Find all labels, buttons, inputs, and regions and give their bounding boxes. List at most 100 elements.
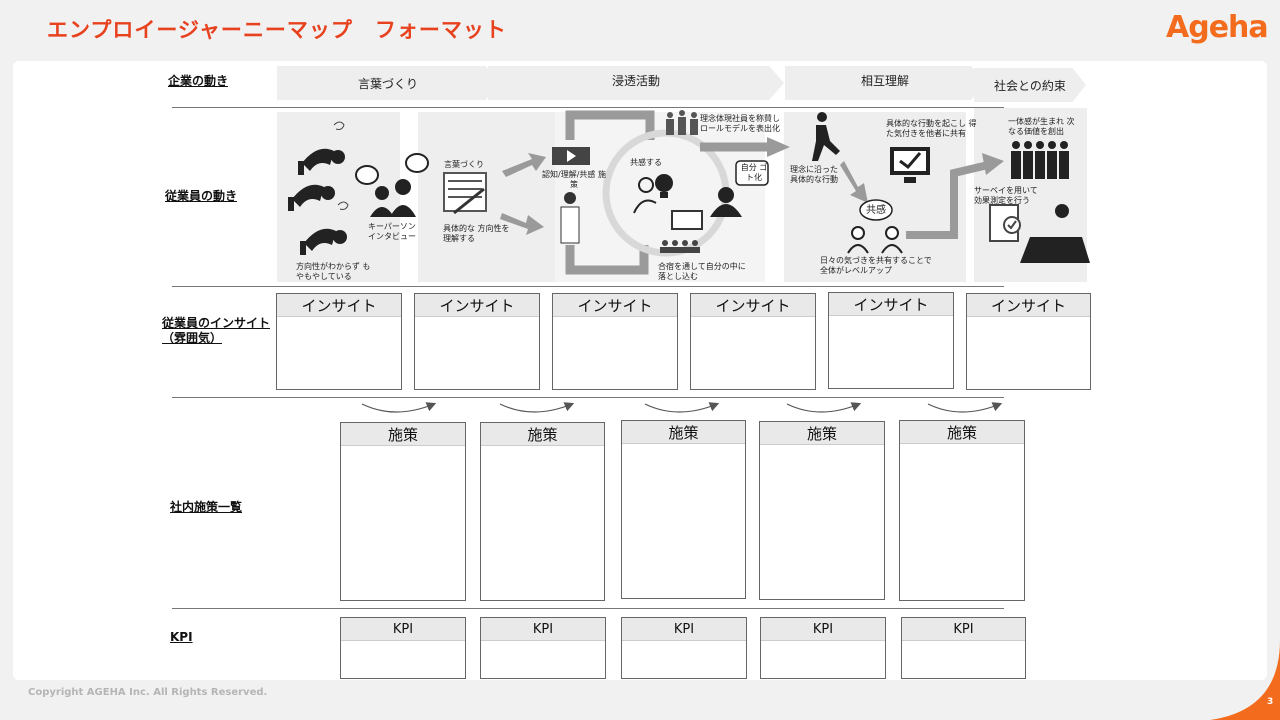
monitor-check-icon: [890, 147, 930, 183]
measure-header: 施策: [481, 423, 604, 446]
row-label-insight: 従業員のインサイト （雰囲気）: [162, 316, 270, 346]
kpi-box-5[interactable]: KPI: [901, 617, 1026, 679]
self-reflection-icon: [710, 160, 769, 217]
label-understand: 具体的な 方向性を理解する: [443, 224, 510, 243]
separator: [172, 397, 1004, 398]
measure-box-1[interactable]: 施策: [340, 422, 466, 601]
phase-chevron-3: 相互理解: [785, 66, 985, 100]
curved-arrow-icon: [499, 402, 575, 413]
row-label-employee: 従業員の動き: [165, 189, 238, 203]
insight-box-5[interactable]: インサイト: [828, 292, 954, 389]
kpi-box-1[interactable]: KPI: [340, 617, 466, 679]
insight-header: インサイト: [829, 293, 953, 316]
kpi-header: KPI: [622, 618, 746, 641]
arrow-head-icon: [982, 153, 1004, 175]
flow-arrow-icon: [906, 161, 989, 239]
phase-label: 相互理解: [860, 73, 909, 88]
label-recognize: 認知/理解/共感 施策: [542, 170, 606, 189]
insight-box-6[interactable]: インサイト: [966, 293, 1091, 390]
employee-journey-illustration: [288, 110, 1090, 275]
label-wording: 言葉づくり: [444, 160, 484, 169]
seminar-icon: [660, 210, 703, 253]
insight-header: インサイト: [277, 294, 401, 317]
insight-box-2[interactable]: インサイト: [414, 293, 540, 390]
label-share-action: 具体的な行動を起こし 得た気付きを他者に共有: [886, 119, 977, 138]
measure-box-4[interactable]: 施策: [759, 421, 885, 600]
sharing-people-icon: [847, 199, 903, 254]
phase-chevron-4: 社会との約束: [974, 68, 1086, 102]
confused-person-icon: [288, 148, 347, 255]
flow-arrow-icon: [500, 153, 546, 235]
kpi-box-3[interactable]: KPI: [621, 617, 747, 679]
curved-arrow-icon: [927, 402, 1003, 413]
row-label-insight-line2: （雰囲気）: [162, 331, 223, 345]
label-jibun: 自分 ゴト化: [740, 163, 768, 182]
transition-arrows: [361, 402, 1003, 413]
kpi-header: KPI: [761, 618, 885, 641]
row-label-measures: 社内施策一覧: [170, 500, 243, 514]
label-kyokan: 共感: [866, 205, 886, 216]
label-interview: キーパーソン インタビュー: [368, 222, 416, 241]
curved-arrow-icon: [644, 402, 720, 413]
arrow-head-icon: [767, 137, 790, 157]
interview-icon: [355, 153, 429, 217]
label-sympathy: 共感する: [630, 158, 662, 167]
lightbulb-icon: [655, 174, 673, 198]
kpi-box-4[interactable]: KPI: [760, 617, 886, 679]
label-confused: 方向性がわからず もやもやしている: [296, 262, 371, 281]
label-camp: 合宿を通して自分の中に 落とし込む: [658, 262, 746, 281]
crowd-icon: [1011, 141, 1069, 179]
separator: [172, 286, 1004, 287]
corner-accent: [1210, 640, 1280, 720]
phase-label: 浸透活動: [611, 73, 660, 88]
curved-arrow-icon: [361, 402, 437, 413]
swirl-icon: [333, 121, 349, 210]
people-group-icon: [666, 110, 698, 135]
video-icon: [552, 147, 590, 165]
insight-box-4[interactable]: インサイト: [690, 293, 816, 390]
presenter-icon: [560, 192, 580, 244]
flow-arrow-icon: [840, 161, 868, 203]
measure-header: 施策: [760, 422, 884, 445]
separator: [172, 608, 1004, 609]
measure-box-3[interactable]: 施策: [621, 420, 746, 599]
ageha-logo: Ageha: [1166, 10, 1269, 45]
separator: [172, 107, 1004, 108]
cycle-arrow-icon: [565, 110, 770, 275]
page-title: エンプロイージャーニーマップ フォーマット: [47, 18, 507, 42]
writing-icon: [443, 172, 487, 215]
curved-arrow-icon: [786, 402, 862, 413]
measure-header: 施策: [622, 421, 745, 444]
row-label-company: 企業の動き: [168, 74, 229, 88]
phase-chevron-1: 言葉づくり: [277, 66, 499, 100]
label-unity: 一体感が生まれ 次なる価値を創出: [1008, 117, 1075, 136]
kpi-header: KPI: [902, 618, 1025, 641]
kpi-box-2[interactable]: KPI: [480, 617, 606, 679]
label-survey: サーベイを用いて 効果測定を行う: [974, 186, 1038, 205]
kpi-header: KPI: [481, 618, 605, 641]
employee-panel-4: [784, 112, 966, 282]
page-number: 3: [1267, 697, 1274, 707]
row-label-kpi: KPI: [170, 630, 193, 644]
copyright-text: Copyright AGEHA Inc. All Rights Reserved…: [28, 687, 268, 698]
label-levelup: 日々の気づきを共有することで 全体がレベルアップ: [820, 256, 932, 275]
label-rolemodel: 理念体現社員を称賛し ロールモデルを表出化: [700, 114, 780, 133]
measure-box-2[interactable]: 施策: [480, 422, 605, 601]
insight-header: インサイト: [553, 294, 677, 317]
insight-box-1[interactable]: インサイト: [276, 293, 402, 390]
measure-box-5[interactable]: 施策: [899, 420, 1025, 601]
survey-icon: [989, 204, 1090, 263]
label-concrete: 理念に沿った 具体的な行動: [790, 165, 838, 184]
phase-label: 社会との約束: [994, 78, 1066, 93]
walking-person-icon: [812, 112, 840, 161]
measure-header: 施策: [900, 421, 1024, 444]
insight-header: インサイト: [691, 294, 815, 317]
insight-header: インサイト: [967, 294, 1090, 317]
row-label-insight-line1: 従業員のインサイト: [162, 316, 271, 330]
thinking-person-icon: [633, 177, 657, 214]
insight-box-3[interactable]: インサイト: [552, 293, 678, 390]
insight-header: インサイト: [415, 294, 539, 317]
kpi-header: KPI: [341, 618, 465, 641]
measure-header: 施策: [341, 423, 465, 446]
phase-label: 言葉づくり: [357, 76, 418, 91]
